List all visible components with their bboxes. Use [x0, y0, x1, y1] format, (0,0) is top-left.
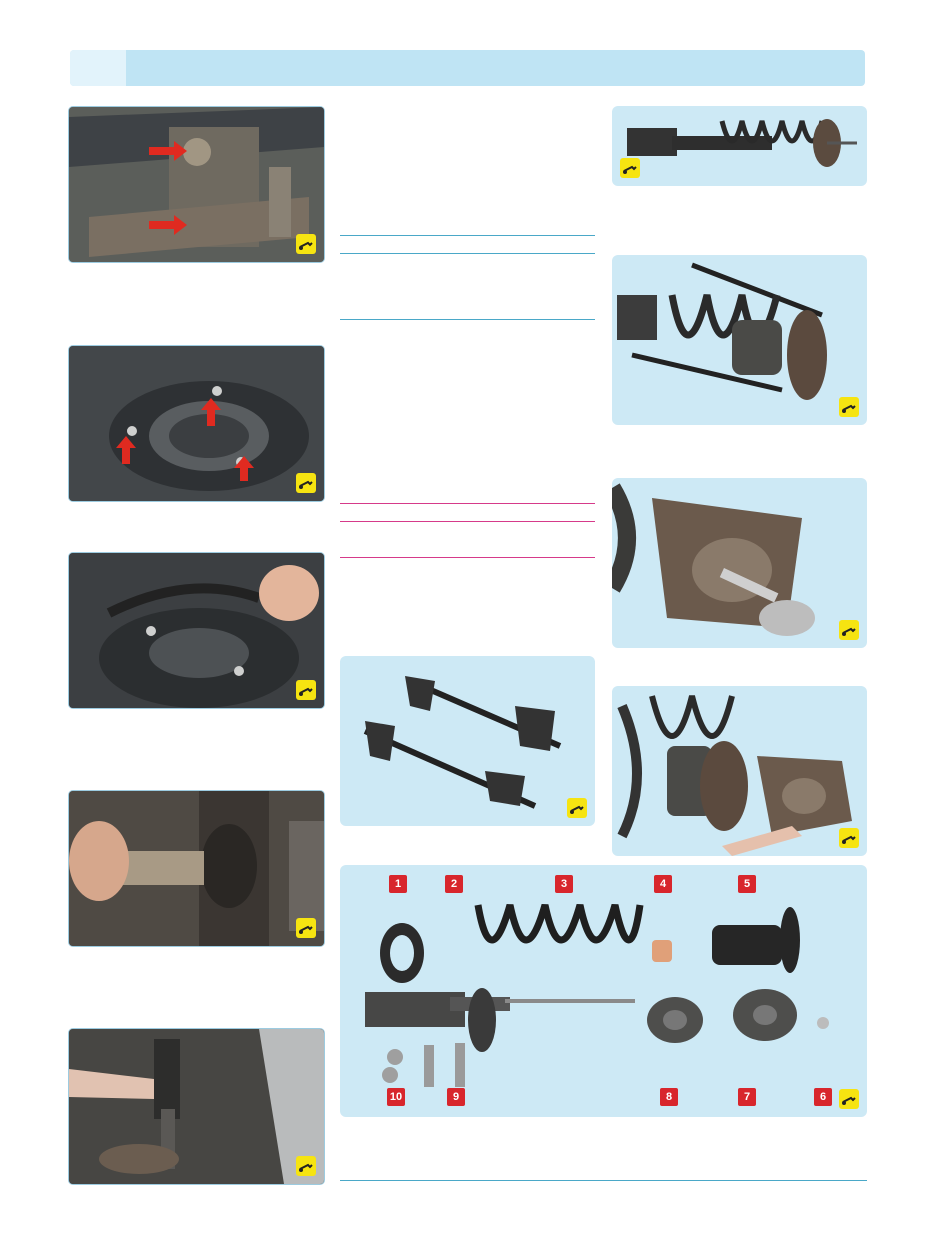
photo-wrench-on-top-nuts [68, 552, 325, 709]
warning-rule [340, 557, 595, 558]
tool-wrench-icon [296, 680, 316, 700]
photo-bolt-removal [68, 790, 325, 947]
part-number-tag: 5 [738, 875, 756, 893]
warning-rule [340, 503, 595, 504]
tool-wrench-icon [296, 918, 316, 938]
tool-wrench-icon [296, 473, 316, 493]
part-number-tag: 4 [654, 875, 672, 893]
part-number-tag: 2 [445, 875, 463, 893]
section-rule [340, 253, 595, 254]
parts-diagram: 1 2 3 4 5 6 7 8 9 10 [340, 865, 867, 1117]
part-number-tag: 6 [814, 1088, 832, 1106]
tool-wrench-icon [296, 1156, 316, 1176]
photo-lower-mount-bolts [68, 106, 325, 263]
photo-strut-top-nuts [68, 345, 325, 502]
footer-rule [340, 1180, 867, 1181]
tool-wrench-icon [839, 1089, 859, 1109]
tool-wrench-icon [296, 234, 316, 254]
tool-wrench-icon [567, 798, 587, 818]
part-number-tag: 10 [387, 1088, 405, 1106]
tool-wrench-icon [839, 397, 859, 417]
photo-strut-assembly [612, 106, 867, 186]
tool-wrench-icon [839, 828, 859, 848]
tool-wrench-icon [620, 158, 640, 178]
section-rule [340, 319, 595, 320]
part-number-tag: 3 [555, 875, 573, 893]
part-number-tag: 9 [447, 1088, 465, 1106]
photo-spring-compressors [340, 656, 595, 826]
part-number-tag: 1 [389, 875, 407, 893]
warning-rule [340, 521, 595, 522]
photo-strut-removal [68, 1028, 325, 1185]
page-header-bar [70, 50, 865, 86]
tool-wrench-icon [839, 620, 859, 640]
photo-support-removal [612, 686, 867, 856]
part-number-tag: 8 [660, 1088, 678, 1106]
photo-spring-compressed [612, 255, 867, 425]
page-number-tab [70, 50, 126, 86]
section-rule [340, 235, 595, 236]
part-number-tag: 7 [738, 1088, 756, 1106]
photo-top-nut-loosening [612, 478, 867, 648]
